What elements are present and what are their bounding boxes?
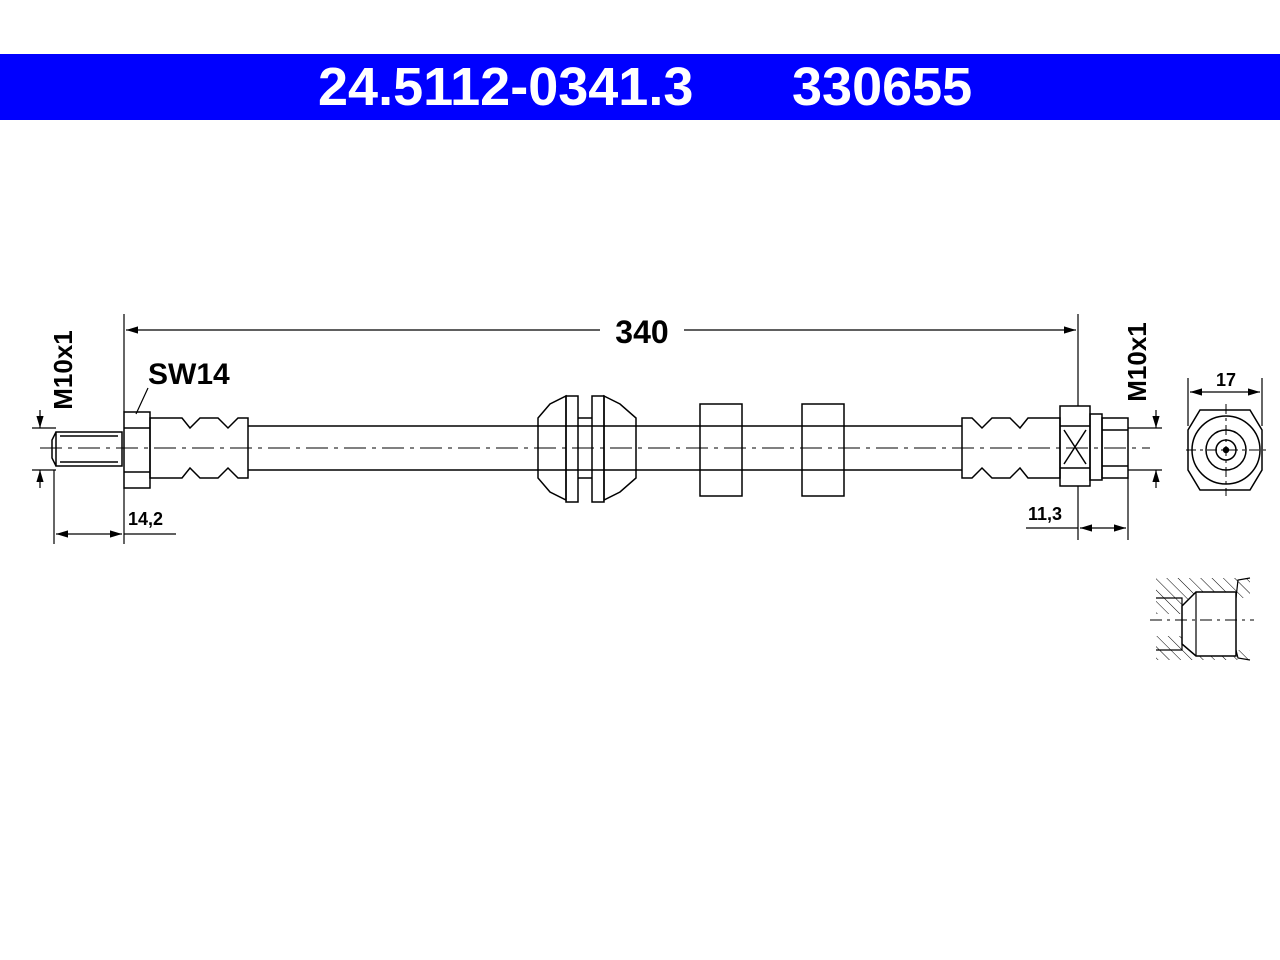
left-thread-end — [51, 431, 123, 467]
hose-assembly — [51, 394, 1129, 503]
right-thread-label: M10x1 — [1122, 322, 1152, 402]
wrench-size-label: SW14 — [148, 358, 230, 391]
left-ferrule — [149, 417, 249, 479]
right-length-dimension — [1026, 478, 1129, 540]
right-thread-dimension — [1128, 410, 1162, 488]
left-hex-nut — [123, 411, 151, 489]
right-fitting — [1101, 417, 1129, 479]
left-thread-label: M10x1 — [48, 330, 78, 410]
left-length-label: 14,2 — [128, 509, 163, 529]
length-dimension — [123, 314, 1079, 412]
end-view-nut — [1186, 404, 1266, 496]
left-thread-dimension — [32, 410, 56, 488]
left-length-dimension — [53, 470, 176, 544]
reference-number: 330655 — [792, 57, 973, 117]
header-bar: 24.5112-0341.3 330655 — [0, 54, 1280, 120]
hose-clip-2 — [801, 403, 845, 497]
overall-length-label: 340 — [615, 314, 668, 350]
section-view — [1150, 577, 1254, 661]
right-length-label: 11,3 — [1028, 504, 1062, 524]
hose-clip-1 — [699, 403, 743, 497]
nut-width-dimension — [1187, 378, 1263, 426]
nut-width-label: 17 — [1216, 370, 1236, 390]
part-number: 24.5112-0341.3 — [318, 57, 694, 117]
